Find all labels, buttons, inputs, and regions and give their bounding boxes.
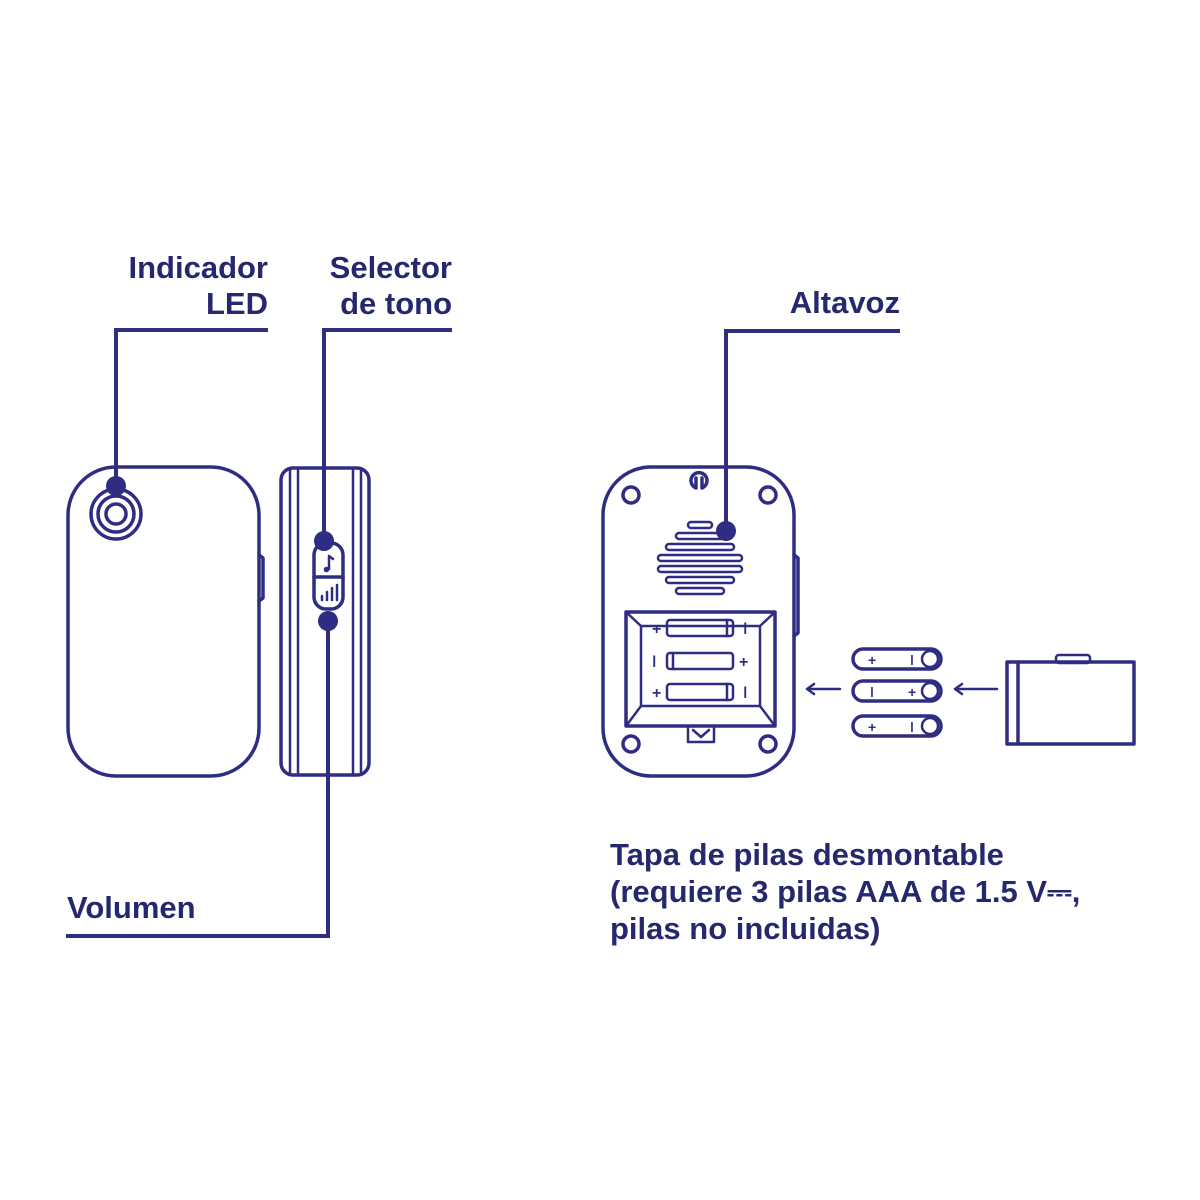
front-side-button [257, 553, 265, 603]
cover-latch [1054, 653, 1092, 665]
svg-text:ǀ: ǀ [870, 684, 874, 700]
svg-text:+: + [908, 684, 916, 700]
svg-text:ǀ: ǀ [910, 652, 914, 668]
svg-text:+: + [868, 652, 876, 668]
front-view [66, 465, 265, 778]
arrow-icon [953, 682, 999, 696]
led-indicator-label: Indicador LED [80, 250, 268, 322]
battery-slot-2: ǀ + [652, 651, 748, 671]
battery-label-line2: (requiere 3 pilas AAA de 1.5 V⎓, [610, 874, 1081, 909]
volume-leader-line [66, 611, 338, 938]
led-indicator-icon [89, 487, 143, 541]
slot3-plus: + [652, 685, 661, 702]
battery-label-line3: pilas no incluidas) [610, 911, 881, 946]
battery-icon: + ǀ [851, 714, 943, 738]
battery-slot-3: + ǀ [652, 682, 747, 702]
volume-label: Volumen [67, 890, 196, 926]
battery-icon: + ǀ [851, 647, 943, 671]
hanging-slot-icon [689, 470, 709, 490]
compartment-outer [624, 610, 777, 728]
speaker-leader-line [716, 329, 900, 541]
svg-text:ǀ: ǀ [910, 719, 914, 735]
front-housing [66, 465, 261, 778]
arrow-icon [805, 682, 842, 696]
speaker-label: Altavoz [720, 285, 900, 321]
back-housing [601, 465, 796, 778]
slot1-minus: ǀ [743, 621, 747, 638]
battery-label-line1: Tapa de pilas desmontable [610, 837, 1004, 872]
led-label-line2: LED [206, 286, 268, 321]
loose-batteries: + ǀ ǀ + + ǀ [851, 647, 943, 738]
back-view: + ǀ ǀ + + ǀ [601, 465, 800, 778]
battery-icon: ǀ + [851, 679, 943, 703]
screw-hole-icons [621, 485, 778, 754]
volume-label-text: Volumen [67, 890, 196, 925]
slot1-plus: + [652, 621, 661, 638]
speaker-label-text: Altavoz [789, 285, 900, 320]
tone-selector-label: Selector de tono [290, 250, 452, 322]
slot3-minus: ǀ [743, 685, 747, 702]
music-note-icon [323, 554, 335, 573]
selector-leader-line [314, 328, 452, 551]
selector-label-line2: de tono [340, 286, 452, 321]
side-view [279, 466, 371, 777]
svg-text:+: + [868, 719, 876, 735]
slot2-minus: ǀ [652, 654, 656, 671]
slot2-plus: + [739, 654, 748, 671]
led-leader-line [106, 328, 268, 496]
volume-bars-icon [320, 583, 339, 602]
battery-cover [1005, 653, 1136, 746]
led-label-line1: Indicador [128, 250, 268, 285]
battery-slot-1: + ǀ [652, 618, 747, 638]
speaker-grille-icon [656, 520, 744, 596]
battery-cover-label: Tapa de pilas desmontable (requiere 3 pi… [610, 836, 1080, 947]
battery-compartment: + ǀ ǀ + + ǀ [624, 610, 777, 744]
selector-label-line1: Selector [329, 250, 452, 285]
back-side-button [792, 553, 800, 638]
cover-body [1005, 660, 1136, 746]
